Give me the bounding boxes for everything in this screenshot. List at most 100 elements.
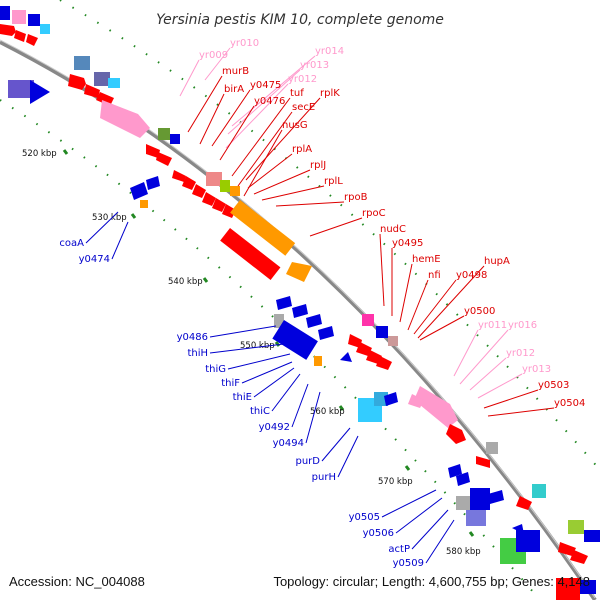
gene-feature[interactable]: [202, 192, 216, 206]
gene-feature[interactable]: [146, 176, 160, 190]
gene-feature[interactable]: [366, 350, 382, 364]
gene-feature[interactable]: [26, 34, 38, 46]
gene-feature[interactable]: [0, 6, 10, 20]
gene-feature[interactable]: [8, 80, 34, 98]
gene-label-thie[interactable]: thiE: [233, 392, 252, 403]
gene-feature[interactable]: [170, 134, 180, 144]
gene-feature[interactable]: [476, 456, 490, 468]
gene-label-yr009[interactable]: yr009: [199, 50, 228, 61]
gene-label-yr012[interactable]: yr012: [506, 348, 535, 359]
gene-label-purd[interactable]: purD: [296, 456, 321, 467]
gene-label-thif[interactable]: thiF: [221, 378, 240, 389]
gene-label-y0500[interactable]: y0500: [464, 306, 495, 317]
gene-feature[interactable]: [466, 510, 486, 526]
gene-feature[interactable]: [172, 170, 186, 182]
gene-feature[interactable]: [146, 144, 160, 158]
gene-label-nfi[interactable]: nfi: [428, 270, 441, 281]
gene-label-purh[interactable]: purH: [312, 472, 336, 483]
gene-feature[interactable]: [130, 182, 148, 200]
gene-feature[interactable]: [12, 10, 26, 24]
gene-label-tuf[interactable]: tuf: [290, 88, 304, 99]
gene-feature[interactable]: [348, 334, 362, 348]
gene-label-y0498[interactable]: y0498: [456, 270, 487, 281]
gene-label-yr012[interactable]: yr012: [288, 74, 317, 85]
gene-feature[interactable]: [408, 394, 424, 408]
gene-label-y0494[interactable]: y0494: [273, 438, 304, 449]
gene-feature[interactable]: [448, 464, 462, 478]
gene-feature[interactable]: [556, 578, 580, 600]
gene-label-y0504[interactable]: y0504: [554, 398, 585, 409]
gene-feature[interactable]: [340, 352, 352, 362]
gene-feature[interactable]: [470, 488, 490, 510]
gene-feature[interactable]: [222, 204, 236, 218]
gene-feature[interactable]: [384, 392, 398, 406]
gene-feature[interactable]: [230, 186, 240, 196]
gene-feature[interactable]: [488, 490, 504, 504]
gene-feature[interactable]: [230, 200, 296, 256]
gene-label-yr011[interactable]: yr011: [478, 320, 507, 331]
gene-label-y0476[interactable]: y0476: [254, 96, 285, 107]
gene-label-rpla[interactable]: rplA: [292, 144, 312, 155]
gene-feature[interactable]: [274, 314, 284, 328]
gene-label-yr016[interactable]: yr016: [508, 320, 537, 331]
gene-label-yr013[interactable]: yr013: [522, 364, 551, 375]
gene-feature[interactable]: [374, 392, 388, 406]
gene-label-rplk[interactable]: rplK: [320, 88, 340, 99]
gene-feature[interactable]: [40, 24, 50, 34]
gene-label-y0505[interactable]: y0505: [349, 512, 380, 523]
gene-label-yr013[interactable]: yr013: [300, 60, 329, 71]
gene-feature[interactable]: [516, 496, 532, 510]
gene-label-yr014[interactable]: yr014: [315, 46, 344, 57]
gene-label-thih[interactable]: thiH: [187, 348, 208, 359]
gene-feature[interactable]: [580, 580, 596, 594]
gene-feature[interactable]: [272, 320, 318, 360]
gene-label-y0503[interactable]: y0503: [538, 380, 569, 391]
gene-feature[interactable]: [158, 128, 170, 140]
gene-feature[interactable]: [140, 200, 148, 208]
gene-feature[interactable]: [456, 472, 470, 486]
gene-feature[interactable]: [414, 386, 458, 428]
gene-feature[interactable]: [512, 524, 524, 534]
gene-label-thig[interactable]: thiG: [205, 364, 226, 375]
gene-feature[interactable]: [96, 92, 114, 106]
gene-feature[interactable]: [276, 296, 292, 310]
gene-feature[interactable]: [182, 176, 196, 190]
gene-feature[interactable]: [220, 180, 230, 192]
gene-feature[interactable]: [212, 198, 226, 212]
gene-feature[interactable]: [568, 520, 584, 534]
gene-feature[interactable]: [286, 262, 312, 282]
gene-label-y0492[interactable]: y0492: [259, 422, 290, 433]
gene-feature[interactable]: [68, 74, 86, 90]
gene-feature[interactable]: [356, 342, 372, 356]
gene-feature[interactable]: [220, 227, 281, 281]
gene-label-y0509[interactable]: y0509: [393, 558, 424, 569]
gene-label-rpll[interactable]: rplL: [324, 176, 343, 187]
gene-feature[interactable]: [388, 336, 398, 346]
gene-feature[interactable]: [486, 442, 498, 454]
gene-feature[interactable]: [192, 184, 206, 198]
gene-feature[interactable]: [0, 24, 16, 36]
gene-label-heme[interactable]: hemE: [412, 254, 441, 265]
gene-feature[interactable]: [14, 30, 26, 42]
gene-feature[interactable]: [74, 56, 90, 70]
gene-feature[interactable]: [376, 326, 388, 338]
gene-feature[interactable]: [84, 84, 100, 98]
gene-feature[interactable]: [516, 530, 540, 552]
gene-feature[interactable]: [456, 496, 472, 510]
gene-label-rpob[interactable]: rpoB: [344, 192, 368, 203]
gene-feature[interactable]: [30, 80, 50, 104]
gene-label-sece[interactable]: secE: [292, 102, 315, 113]
gene-feature[interactable]: [108, 78, 120, 88]
gene-feature[interactable]: [156, 152, 172, 166]
gene-feature[interactable]: [292, 304, 308, 318]
gene-label-rplj[interactable]: rplJ: [310, 160, 326, 171]
gene-label-y0475[interactable]: y0475: [250, 80, 281, 91]
gene-feature[interactable]: [584, 530, 600, 542]
gene-label-y0506[interactable]: y0506: [363, 528, 394, 539]
gene-label-y0474[interactable]: y0474: [79, 254, 110, 265]
gene-label-hupa[interactable]: hupA: [484, 256, 510, 267]
gene-feature[interactable]: [362, 314, 374, 326]
gene-label-actp[interactable]: actP: [388, 544, 410, 555]
gene-feature[interactable]: [446, 424, 466, 444]
gene-label-murb[interactable]: murB: [222, 66, 249, 77]
